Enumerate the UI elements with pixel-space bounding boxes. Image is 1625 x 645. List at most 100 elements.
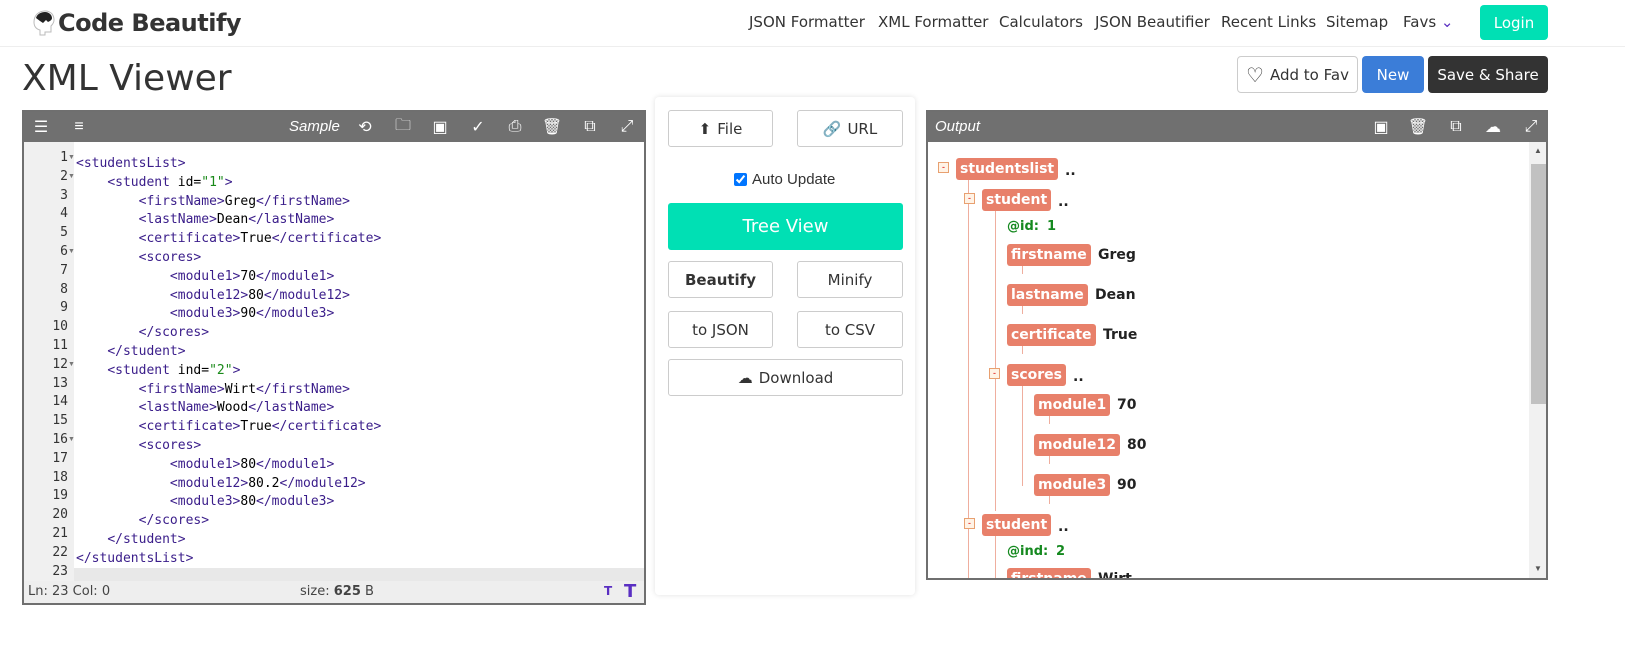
- check-icon[interactable]: ✓: [471, 119, 485, 136]
- tree-node-tag[interactable]: module1: [1034, 394, 1111, 416]
- minify-button[interactable]: Minify: [797, 261, 903, 298]
- tree-connector: [1049, 496, 1050, 504]
- tree-node-tag[interactable]: module3: [1034, 474, 1111, 496]
- fullscreen-icon[interactable]: ⤢: [620, 118, 634, 135]
- fold-arrow-icon[interactable]: ▼: [68, 436, 75, 443]
- login-button[interactable]: Login: [1480, 5, 1548, 40]
- tree-view-button[interactable]: Tree View: [668, 203, 903, 250]
- save-icon[interactable]: ▣: [432, 119, 448, 136]
- code-line[interactable]: <scores>: [138, 250, 202, 265]
- nav-recent-links[interactable]: Recent Links: [1221, 13, 1317, 31]
- cloud-download-icon[interactable]: ☁: [1485, 119, 1501, 136]
- history-icon[interactable]: ⟲: [358, 119, 372, 136]
- fold-arrow-icon[interactable]: ▼: [68, 360, 75, 368]
- fullscreen-icon[interactable]: ⤢: [1524, 118, 1538, 135]
- code-line[interactable]: <firstName>Wirt</firstName>: [138, 381, 350, 397]
- scrollbar[interactable]: ▲ ▼: [1529, 142, 1546, 578]
- tree-node-tag[interactable]: student: [982, 514, 1052, 536]
- url-button[interactable]: 🔗URL: [797, 110, 903, 147]
- page-title: XML Viewer: [22, 58, 232, 99]
- auto-update-checkbox[interactable]: [734, 173, 747, 186]
- auto-update-toggle[interactable]: Auto Update: [734, 171, 835, 188]
- code-line[interactable]: </student>: [107, 344, 186, 359]
- auto-update-label: Auto Update: [752, 171, 836, 188]
- collapse-toggle-icon[interactable]: -: [964, 518, 975, 529]
- code-line[interactable]: </student>: [107, 532, 186, 547]
- to-json-button[interactable]: to JSON: [668, 311, 773, 348]
- code-line[interactable]: <lastName>Dean</lastName>: [138, 212, 335, 228]
- tree-node-tag[interactable]: firstname: [1007, 568, 1091, 578]
- new-button[interactable]: New: [1362, 56, 1424, 93]
- nav-xml-formatter[interactable]: XML Formatter: [878, 13, 989, 31]
- tree-node-tag[interactable]: scores: [1007, 364, 1066, 386]
- nav-calculators[interactable]: Calculators: [999, 13, 1083, 31]
- code-line[interactable]: <certificate>True</certificate>: [138, 419, 382, 435]
- tree-node-value: ..: [1073, 369, 1084, 385]
- collapse-toggle-icon[interactable]: -: [938, 162, 949, 173]
- tree-node-value: ..: [1058, 194, 1069, 210]
- code-line[interactable]: <student id="1">: [107, 174, 233, 190]
- code-line[interactable]: <scores>: [138, 438, 202, 453]
- code-line[interactable]: <module3>90</module3>: [169, 306, 335, 322]
- nav-json-beautifier[interactable]: JSON Beautifier: [1095, 13, 1210, 31]
- tree-node-tag[interactable]: module12: [1034, 434, 1120, 456]
- tree-node-tag[interactable]: student: [982, 189, 1052, 211]
- nav-favs[interactable]: Favs ⌄: [1403, 13, 1454, 31]
- scrollbar-thumb[interactable]: [1531, 164, 1546, 404]
- fold-arrow-icon[interactable]: ▼: [68, 154, 75, 161]
- add-to-fav-button[interactable]: ♡Add to Fav: [1237, 56, 1358, 93]
- chevron-down-icon: ⌄: [1440, 13, 1454, 31]
- url-label: URL: [847, 119, 878, 138]
- tree-node-tag[interactable]: studentslist: [956, 158, 1059, 180]
- file-button[interactable]: ⬆File: [668, 110, 773, 147]
- tree-connector: [1022, 346, 1023, 354]
- line-number: 13: [52, 375, 68, 391]
- code-line[interactable]: <student ind="2">: [107, 362, 241, 378]
- download-button[interactable]: ☁Download: [668, 359, 903, 396]
- trash-icon[interactable]: 🗑: [541, 119, 563, 136]
- code-line[interactable]: <module3>80</module3>: [169, 494, 335, 510]
- tree-node-value: 70: [1117, 397, 1137, 413]
- tree-node-tag[interactable]: certificate: [1007, 324, 1096, 346]
- line-number: 12: [52, 356, 68, 372]
- font-smaller-icon[interactable]: T: [604, 584, 613, 598]
- line-number: 22: [52, 544, 68, 560]
- line-number: 14: [52, 394, 68, 410]
- tree-node-tag[interactable]: firstname: [1007, 244, 1091, 266]
- trash-icon[interactable]: 🗑: [1407, 119, 1429, 136]
- align-left-icon[interactable]: ≡: [74, 118, 84, 135]
- nav-sitemap[interactable]: Sitemap: [1326, 13, 1389, 31]
- fold-arrow-icon[interactable]: ▼: [68, 248, 75, 255]
- logo[interactable]: Code Beautify: [30, 8, 242, 38]
- copy-icon[interactable]: ⧉: [1450, 118, 1462, 135]
- tree-node-tag[interactable]: lastname: [1007, 284, 1088, 306]
- code-line[interactable]: <certificate>True</certificate>: [138, 231, 382, 247]
- code-line[interactable]: </scores>: [138, 325, 210, 341]
- nav-json-formatter[interactable]: JSON Formatter: [749, 13, 865, 31]
- folder-icon[interactable]: 🗀: [394, 116, 411, 134]
- save-share-button[interactable]: Save & Share: [1428, 56, 1548, 93]
- code-line[interactable]: <module12>80.2</module12>: [169, 475, 366, 491]
- line-number: 17: [52, 450, 68, 466]
- code-line[interactable]: <studentsList>: [76, 156, 186, 171]
- indent-icon[interactable]: ☰: [33, 119, 49, 136]
- fold-arrow-icon[interactable]: ▼: [68, 172, 75, 180]
- code-line[interactable]: <firstName>Greg</firstName>: [138, 193, 350, 209]
- font-larger-icon[interactable]: T: [624, 581, 637, 602]
- code-line[interactable]: </studentsList>: [76, 550, 194, 566]
- code-line[interactable]: </scores>: [138, 513, 210, 529]
- tree-attribute-name: @id:: [1007, 219, 1039, 234]
- collapse-toggle-icon[interactable]: -: [964, 193, 975, 204]
- collapse-toggle-icon[interactable]: -: [989, 368, 1000, 379]
- code-line[interactable]: <module12>80</module12>: [169, 287, 350, 303]
- sample-link[interactable]: Sample: [289, 118, 340, 135]
- copy-icon[interactable]: ⧉: [584, 118, 596, 135]
- save-icon[interactable]: ▣: [1373, 119, 1389, 136]
- code-line[interactable]: <module1>80</module1>: [169, 456, 335, 472]
- print-icon[interactable]: ⎙: [508, 118, 522, 135]
- code-line[interactable]: <lastName>Wood</lastName>: [138, 400, 335, 416]
- to-csv-button[interactable]: to CSV: [797, 311, 903, 348]
- beautify-button[interactable]: Beautify: [668, 261, 773, 298]
- code-line[interactable]: <module1>70</module1>: [169, 268, 335, 284]
